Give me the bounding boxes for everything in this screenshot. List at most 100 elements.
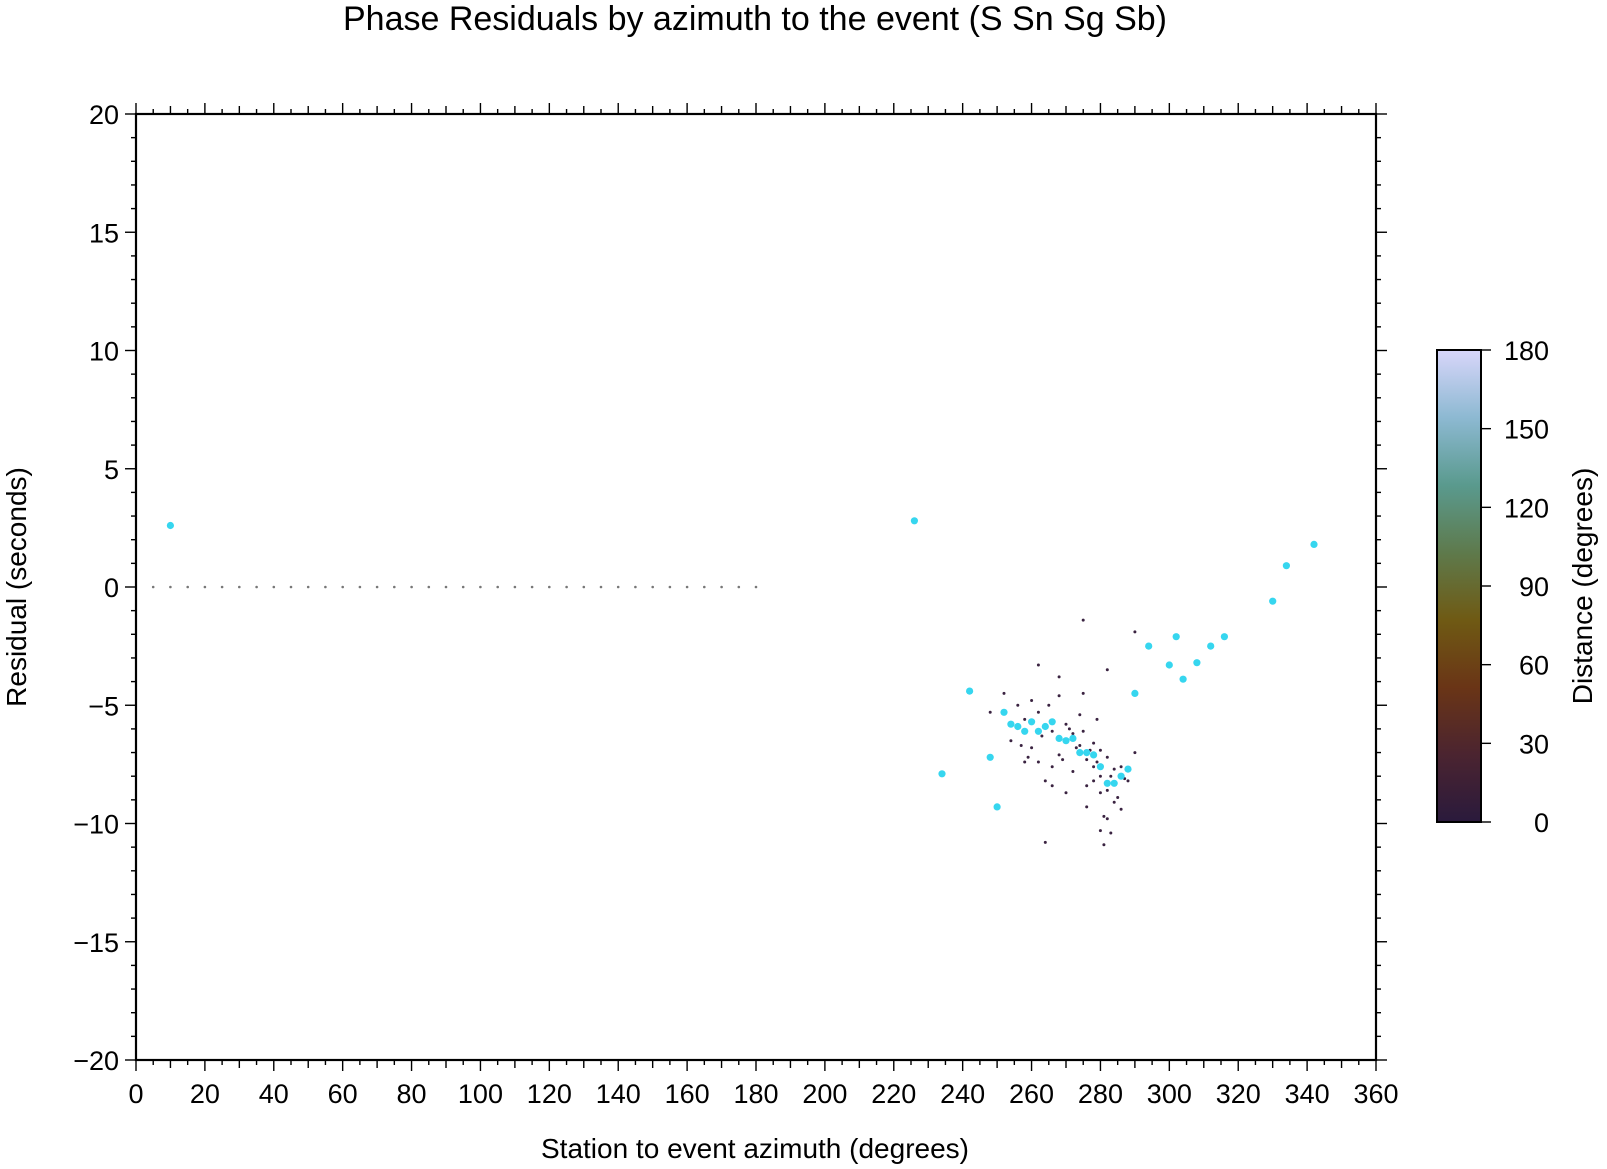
data-point <box>306 585 310 589</box>
data-point <box>1057 753 1061 757</box>
data-point <box>1071 770 1075 773</box>
data-point <box>1220 633 1228 641</box>
x-tick-label: 120 <box>527 1079 572 1109</box>
data-point <box>1069 734 1077 743</box>
y-tick-label: −15 <box>73 928 119 958</box>
data-point <box>324 585 327 589</box>
data-point <box>720 585 723 589</box>
data-point <box>1043 779 1047 783</box>
colorbar-title: Distance (degrees) <box>1567 468 1598 705</box>
data-point <box>1064 791 1068 795</box>
y-axis-title: Residual (seconds) <box>1 467 32 707</box>
data-point <box>1023 717 1027 721</box>
data-point <box>1105 788 1109 792</box>
data-point <box>1030 699 1034 702</box>
data-point <box>1081 729 1085 733</box>
x-tick-label: 20 <box>190 1079 220 1109</box>
data-point <box>1116 796 1120 799</box>
data-point <box>1112 800 1116 804</box>
y-tick-label: −20 <box>73 1046 119 1076</box>
data-point <box>238 585 241 589</box>
x-tick-label: 100 <box>458 1079 503 1109</box>
data-point <box>1071 732 1075 736</box>
x-tick-label: 0 <box>128 1079 143 1109</box>
data-point <box>1057 675 1061 679</box>
data-point <box>1030 746 1034 750</box>
data-point <box>1105 817 1109 821</box>
data-point <box>479 585 482 589</box>
data-point <box>1117 772 1125 780</box>
data-point <box>272 585 276 589</box>
colorbar-tick-label: 90 <box>1519 572 1549 602</box>
data-point <box>1076 749 1084 757</box>
y-tick-label: 0 <box>104 573 119 603</box>
y-tick-label: −5 <box>88 691 119 721</box>
data-point <box>1095 717 1099 721</box>
data-point <box>1036 710 1040 714</box>
colorbar-gradient <box>1436 349 1482 823</box>
data-point <box>496 585 500 589</box>
data-point <box>1021 727 1029 735</box>
data-point <box>1078 713 1082 717</box>
data-point <box>1179 675 1187 683</box>
data-point <box>513 585 517 589</box>
data-point <box>220 585 224 589</box>
data-point <box>1102 843 1106 847</box>
data-point <box>1133 630 1137 634</box>
data-point <box>1050 729 1054 733</box>
data-point <box>651 585 654 589</box>
x-axis-title: Station to event azimuth (degrees) <box>541 1133 969 1164</box>
data-point <box>1098 829 1102 833</box>
data-point <box>1078 744 1082 747</box>
x-tick-label: 160 <box>665 1079 710 1109</box>
data-point <box>358 585 362 589</box>
x-tick-label: 340 <box>1285 1079 1330 1109</box>
data-point <box>1036 760 1040 764</box>
data-point <box>1165 661 1173 669</box>
data-point <box>1050 784 1054 788</box>
data-point <box>1092 741 1096 745</box>
colorbar-tick-label: 30 <box>1519 729 1549 759</box>
colorbar-tick-label: 150 <box>1504 415 1549 445</box>
x-tick-label: 360 <box>1353 1079 1398 1109</box>
data-point <box>1047 703 1051 707</box>
data-point <box>1110 779 1118 787</box>
data-point <box>1081 691 1085 695</box>
data-point <box>375 585 379 589</box>
data-point <box>1092 779 1096 783</box>
data-point <box>565 585 568 589</box>
data-point <box>910 517 919 525</box>
data-point <box>1131 689 1139 698</box>
data-point <box>1081 618 1085 622</box>
x-tick-label: 140 <box>596 1079 641 1109</box>
data-point <box>634 585 637 589</box>
data-point <box>1083 749 1091 757</box>
data-point <box>754 585 758 589</box>
data-point <box>1098 774 1102 778</box>
data-point <box>1105 755 1109 759</box>
data-point <box>1112 767 1116 771</box>
data-point <box>1172 633 1180 641</box>
colorbar-tick-label: 0 <box>1534 808 1549 838</box>
data-point <box>289 585 293 589</box>
data-point <box>1124 765 1132 773</box>
data-point <box>1310 540 1318 549</box>
data-point <box>685 585 689 589</box>
data-point <box>1105 668 1109 672</box>
data-point <box>1102 814 1106 818</box>
data-point <box>1007 720 1015 728</box>
data-point <box>1067 727 1071 731</box>
data-point <box>1096 763 1104 771</box>
data-point <box>1098 748 1102 752</box>
data-point <box>988 710 992 714</box>
data-point <box>166 521 174 530</box>
data-point <box>461 585 465 589</box>
data-point <box>341 585 345 589</box>
data-point <box>1028 718 1036 726</box>
data-point <box>427 585 431 589</box>
data-point <box>1103 779 1111 787</box>
data-point <box>1050 765 1054 769</box>
